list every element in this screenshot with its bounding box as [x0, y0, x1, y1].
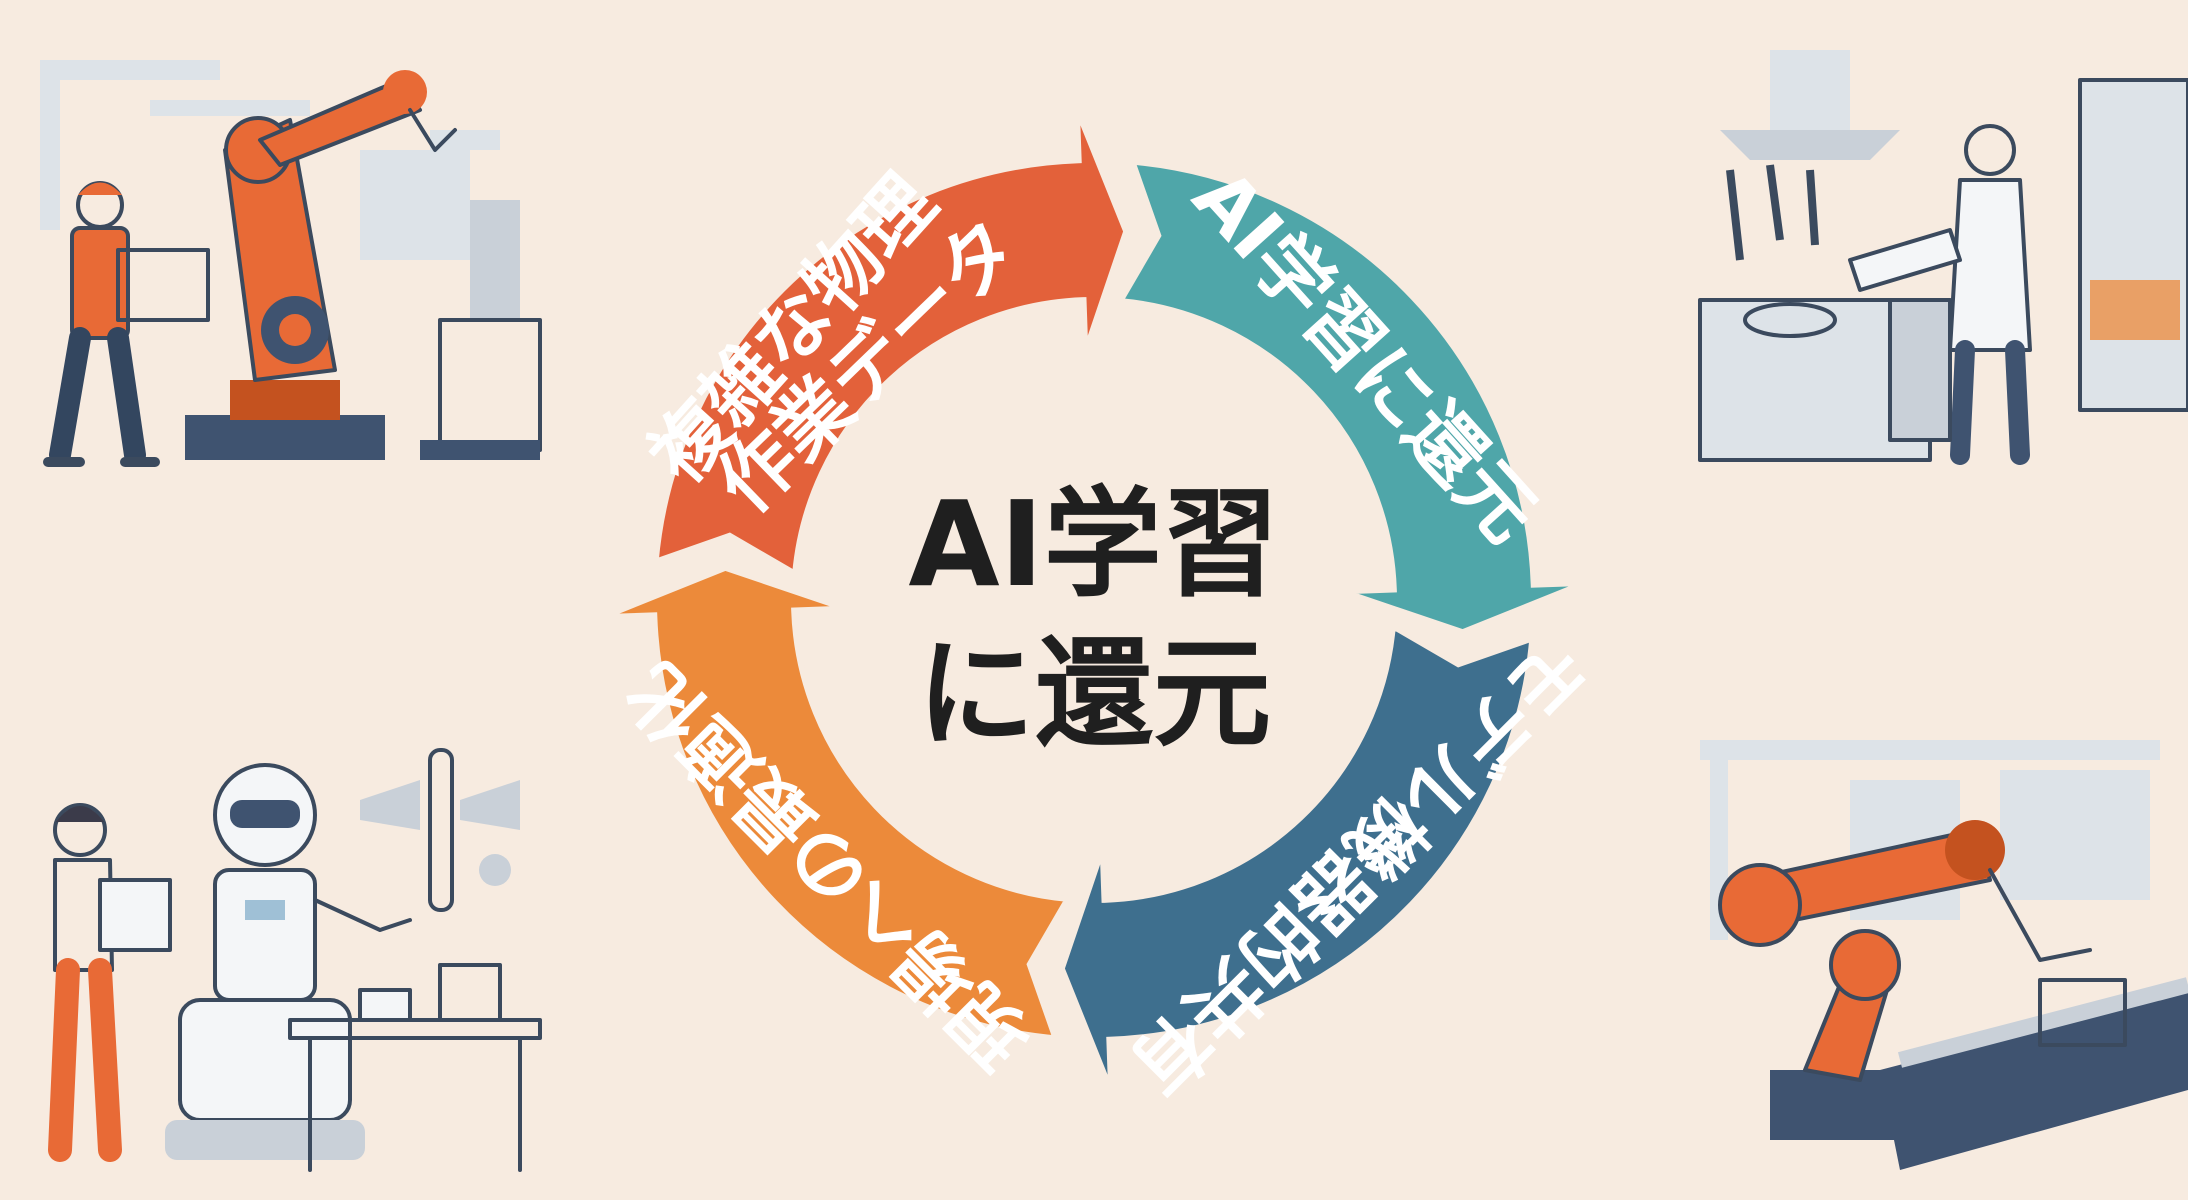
conveyor-robot-arm-illustration	[1700, 740, 2188, 1170]
kitchen-robot-illustration	[1698, 50, 2188, 465]
segment-ai-learning	[1115, 158, 1587, 636]
humanoid-robot-lab-illustration	[48, 748, 542, 1172]
warehouse-robot-arm-illustration	[40, 60, 542, 467]
segment-field-optimization	[601, 564, 1073, 1042]
center-title-line1: AI学習	[908, 475, 1279, 613]
segment-model-sharing	[1058, 621, 1536, 1093]
segment-physical-work-data	[652, 107, 1130, 579]
center-title-line2: に還元	[917, 625, 1271, 763]
